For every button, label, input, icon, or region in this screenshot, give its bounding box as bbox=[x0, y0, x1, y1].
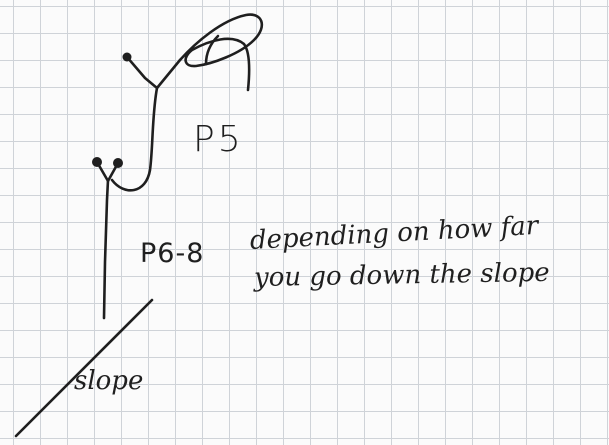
lower-pole-left-tip bbox=[92, 157, 102, 167]
label-slope: slope bbox=[74, 366, 144, 396]
note-line-2: you go down the slope bbox=[253, 257, 550, 293]
lower-pole-fork bbox=[95, 160, 120, 183]
upper-pole-fork bbox=[125, 55, 182, 90]
slope-line bbox=[14, 298, 154, 438]
label-p6-8: P6-8 bbox=[140, 238, 205, 269]
lower-pole-right-tip bbox=[113, 158, 123, 168]
upper-pole-left-tip bbox=[122, 52, 132, 62]
pole-loop bbox=[178, 13, 264, 92]
swing-curve bbox=[110, 86, 159, 192]
label-p5: P5 bbox=[193, 119, 244, 160]
lower-pole-shaft bbox=[102, 178, 110, 320]
pole-loop-inner bbox=[204, 34, 220, 66]
